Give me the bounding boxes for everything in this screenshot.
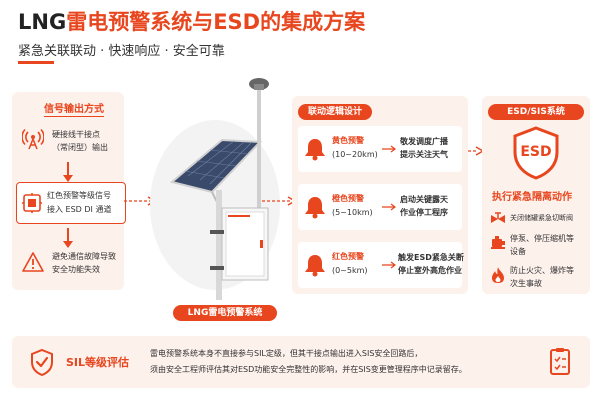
signal-item3-line1: 避免通信故障导致 [52, 252, 116, 261]
esd-sis-header: ESD/SIS系统 [488, 104, 584, 120]
logic-row1-action1: 敬发调度广播 [400, 137, 448, 146]
logic-row1-arrow [382, 145, 396, 153]
logic-row3-arrow [382, 261, 396, 269]
esd-action2-line2: 设备 [510, 247, 526, 256]
esd-action1-line1: 关闭储罐紧急切断阀 [510, 214, 573, 222]
page-title: LNG雷电预警系统与ESD的集成方案 [18, 6, 578, 36]
signal-item2-line1: 红色预警等级信号 [47, 191, 111, 200]
lightning-warning-device [169, 78, 269, 300]
linkage-logic-header: 联动逻辑设计 [298, 104, 372, 120]
signal-arrow-2 [63, 228, 73, 248]
esd-di-card: 红色预警等级信号 接入 ESD DI 通道 [16, 182, 126, 224]
signal-output-panel: 信号输出方式 硬接线干接点 （常闭型）输出 红色预警等级信号 接入 ESD DI… [12, 92, 126, 290]
alarm-bell-icon [305, 139, 325, 161]
logic-row2-action1: 启动关键露天 [400, 195, 448, 204]
logic-row1-action2: 提示关注天气 [400, 150, 448, 159]
sil-label: SIL等级评估 [66, 356, 130, 369]
sil-assessment-bar: SIL等级评估 雷电预警系统本身不直接参与SIL定级，但其干接点输出进入SIS安… [12, 336, 590, 388]
logic-row3-action1: 触发ESD紧急关断 [398, 253, 464, 262]
signal-antenna-icon [22, 128, 44, 150]
title-lng: LNG [18, 10, 67, 34]
logic-row3-action2: 停止室外高危作业 [398, 266, 462, 275]
logic-row2-action2: 作业停工程序 [400, 208, 448, 217]
alarm-bell-icon [305, 255, 325, 277]
signal-item1-line1: 硬接线干接点 [52, 130, 100, 139]
signal-output-header: 信号输出方式 [44, 104, 104, 115]
connector-device-logic [262, 196, 296, 206]
warning-triangle-icon [22, 252, 44, 272]
signal-arrow-1 [63, 162, 73, 182]
signal-item3-line2: 安全功能失效 [52, 265, 100, 274]
logic-row3-level: 红色预警 [332, 252, 364, 261]
title-esd: ESD [213, 10, 261, 34]
esd-sis-panel: ESD/SIS系统 ESD 执行紧急隔离动作 关闭储罐紧急切断阀 停泵、停压缩机… [482, 96, 590, 294]
logic-row-yellow: 黄色预警 (10~20km) 敬发调度广播 提示关注天气 [298, 126, 462, 172]
valve-icon [491, 212, 505, 223]
logic-row2-level: 橙色预警 [332, 194, 364, 203]
clipboard-check-icon [550, 348, 570, 375]
logic-row2-arrow [382, 203, 396, 211]
title-part2: 的集成方案 [260, 10, 366, 34]
fire-icon [492, 267, 504, 283]
page-subtitle: 紧急关联联动 · 快速响应 · 安全可靠 [18, 44, 225, 59]
esd-shield-label: ESD [520, 144, 552, 160]
sil-shield-check-icon [31, 348, 53, 376]
signal-item2-line2: 接入 ESD DI 通道 [47, 205, 112, 214]
logic-row1-range: (10~20km) [332, 150, 378, 159]
logic-row-orange: 橙色预警 (5~10km) 启动关键露天 作业停工程序 [298, 184, 462, 230]
esd-action2-line1: 停泵、停压缩机等 [510, 234, 574, 243]
logic-row2-range: (5~10km) [332, 208, 373, 217]
title-part1: 雷电预警系统与 [66, 10, 214, 34]
esd-action3-line1: 防止火灾、爆炸等 [510, 266, 574, 275]
logic-row1-level: 黄色预警 [332, 136, 364, 145]
esd-shield-icon [513, 126, 559, 180]
linkage-logic-panel: 联动逻辑设计 黄色预警 (10~20km) 敬发调度广播 提示关注天气 橙色预警… [292, 96, 468, 294]
esd-action-title: 执行紧急隔离动作 [492, 192, 572, 203]
signal-header-underline [44, 116, 104, 117]
esd-di-module-icon [22, 193, 42, 213]
sil-text-line2: 须由安全工程师评估其对ESD功能安全完整性的影响，并在SIS变更管理程序中记录留… [150, 365, 467, 374]
device-label: LNG雷电预警系统 [173, 305, 277, 321]
alarm-bell-icon [305, 197, 325, 219]
esd-action3-line2: 次生事故 [510, 279, 542, 288]
signal-item1-line2: （常闭型）输出 [52, 143, 108, 152]
logic-row-red: 红色预警 (0~5km) 触发ESD紧急关断 停止室外高危作业 [298, 242, 464, 288]
sil-text-line1: 雷电预警系统本身不直接参与SIL定级，但其干接点输出进入SIS安全回路后， [150, 349, 423, 358]
pump-icon [491, 236, 505, 249]
subtitle-underline [18, 61, 54, 64]
logic-row3-range: (0~5km) [332, 266, 368, 275]
